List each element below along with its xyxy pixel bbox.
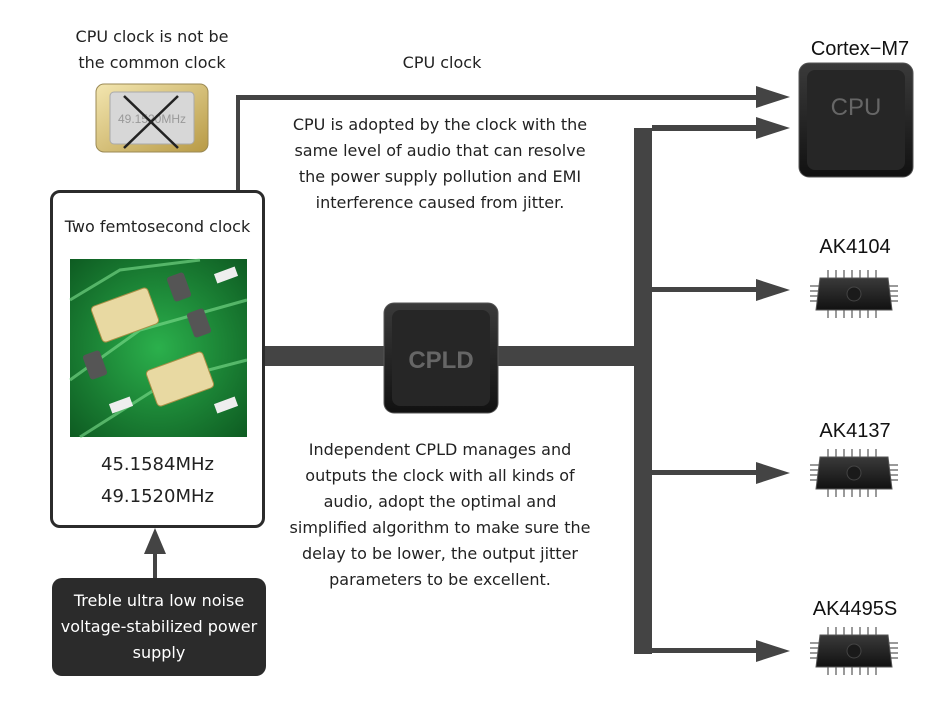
- femtosecond-clock-pcb-photo: [69, 258, 248, 439]
- power-supply-line-1: Treble ultra low noise: [73, 591, 245, 610]
- cpu-description-line-2: same level of audio that can resolve: [294, 141, 586, 160]
- ak4104-chip-name: AK4104: [819, 236, 891, 258]
- crystal-marking: 49.1520MHz: [118, 112, 186, 126]
- cpu-clock-label: CPU clock: [402, 53, 482, 72]
- cpld-chip: CPLD: [383, 302, 499, 414]
- cpu-description-line-3: the power supply pollution and EMI: [298, 167, 582, 186]
- cpld-description-line-6: parameters to be excellent.: [329, 570, 551, 589]
- clock-box-title: Two femtosecond clock: [64, 217, 251, 236]
- cpld-description-line-4: simplified algorithm to make sure the: [289, 518, 591, 537]
- ak4137-chip-name: AK4137: [819, 420, 891, 442]
- cpu-description-line-4: interference caused from jitter.: [315, 193, 565, 212]
- cpld-description-line-3: audio, adopt the optimal and: [323, 492, 557, 511]
- cpu-clock-note-line-1: CPU clock is not be: [75, 27, 229, 46]
- ak4104-chip-icon: [809, 269, 899, 319]
- clock-frequency-2: 49.1520MHz: [101, 486, 214, 507]
- cpld-description-line-1: Independent CPLD manages and: [308, 440, 572, 459]
- cpu-description-line-1: CPU is adopted by the clock with the: [292, 115, 588, 134]
- cpld-description: Independent CPLD manages and outputs the…: [270, 437, 610, 593]
- connector-lines: [144, 86, 790, 662]
- cpld-description-line-2: outputs the clock with all kinds of: [305, 466, 575, 485]
- cpu-clock-note-line-2: the common clock: [78, 53, 226, 72]
- cpu-chip-name: Cortex−M7: [810, 38, 910, 60]
- cpu-description: CPU is adopted by the clock with the sam…: [270, 112, 610, 216]
- ak4495s-chip-name: AK4495S: [812, 598, 898, 620]
- cpu-chip: CPU: [798, 62, 914, 178]
- cpld-chip-label: CPLD: [408, 347, 473, 374]
- clock-frequency-1: 45.1584MHz: [101, 454, 214, 475]
- crossed-out-crystal: 49.1520MHz: [95, 83, 209, 153]
- femtosecond-clock-box: [50, 190, 265, 528]
- cpld-description-line-5: delay to be lower, the output jitter: [301, 544, 578, 563]
- ak4137-chip-icon: [809, 448, 899, 498]
- power-supply-line-2: voltage-stabilized power: [60, 617, 258, 636]
- ak4495s-chip-icon: [809, 626, 899, 676]
- power-supply-line-3: supply: [132, 643, 186, 662]
- cpu-chip-marking: CPU: [831, 94, 882, 121]
- power-supply-box: Treble ultra low noise voltage-stabilize…: [52, 578, 266, 676]
- cpu-clock-note: CPU clock is not be the common clock: [40, 24, 264, 76]
